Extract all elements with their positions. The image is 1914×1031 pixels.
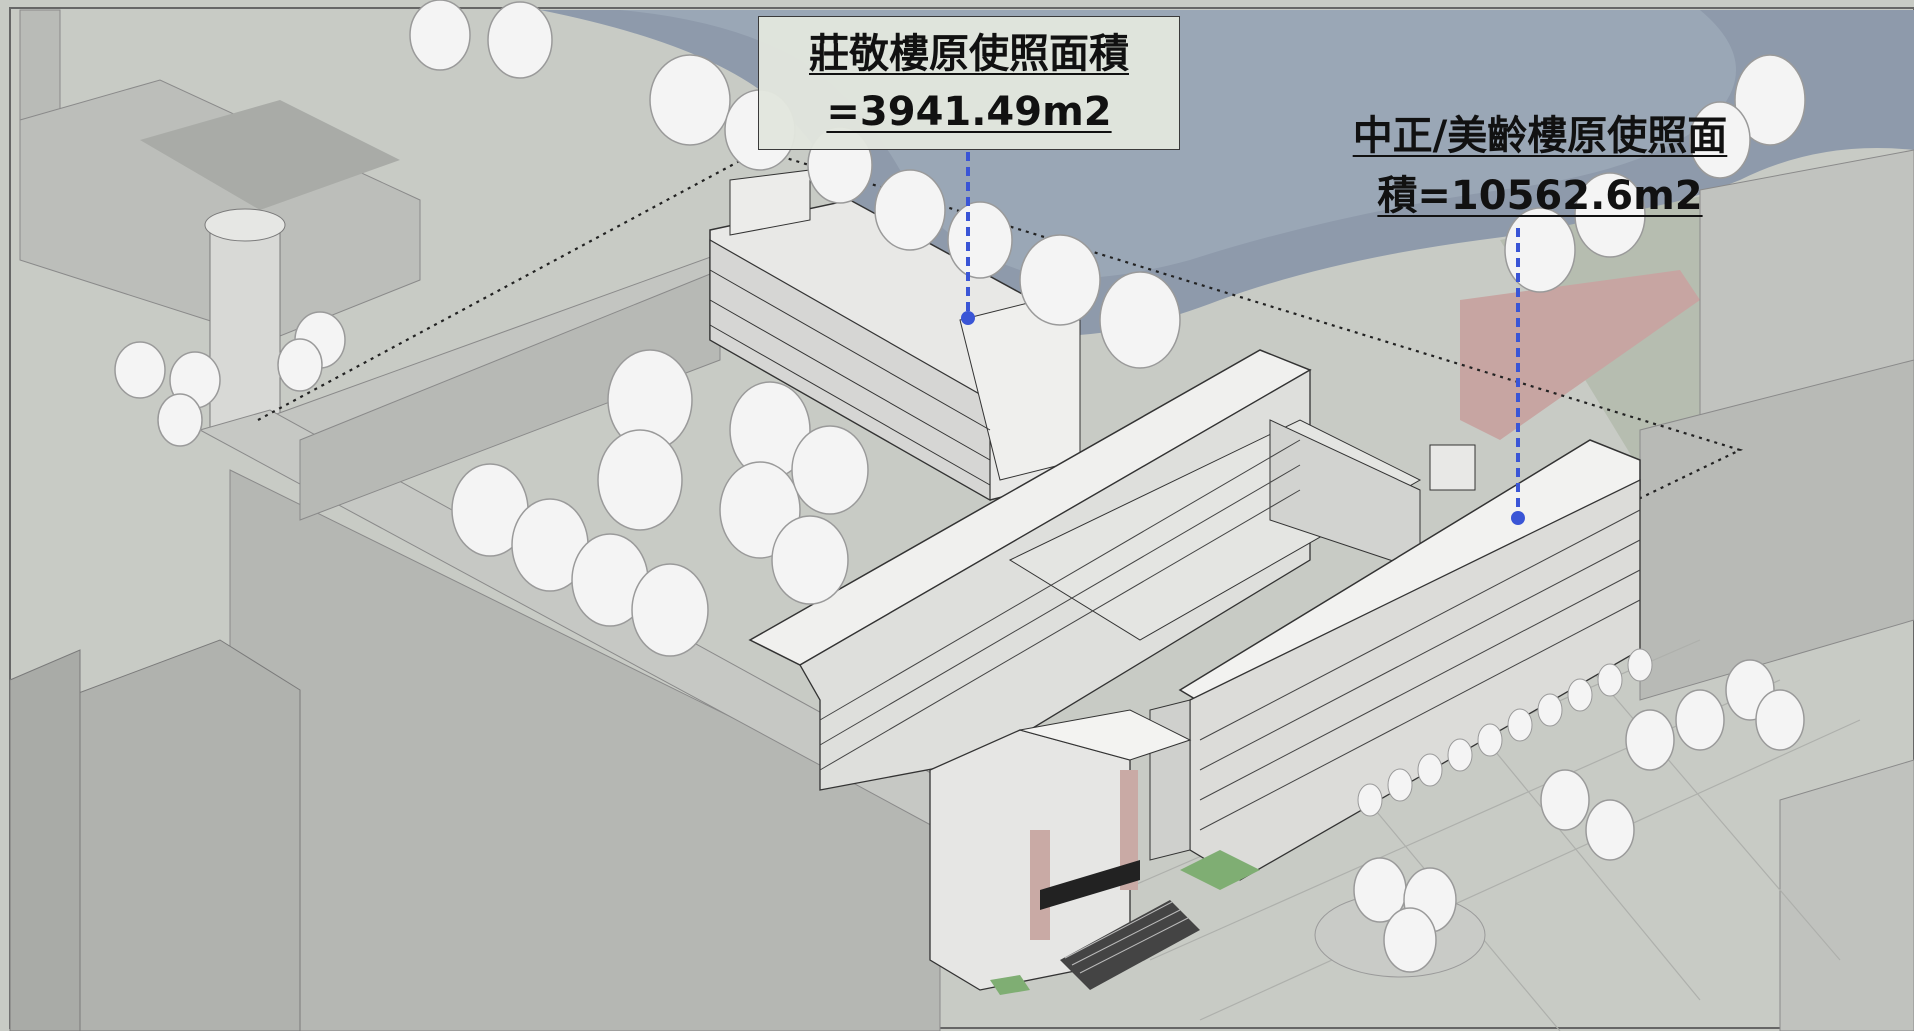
water-tower bbox=[209, 219, 281, 431]
zhongzheng-meiling-area-label: 中正/美齡樓原使照面 積=10562.6m2 bbox=[1300, 100, 1780, 230]
zhongzheng-label-line1: 中正/美齡樓原使照面 bbox=[1352, 113, 1728, 159]
frame-border bbox=[9, 7, 1914, 1029]
zhongzheng-label-line2: 積=10562.6m2 bbox=[1377, 173, 1703, 219]
context-building-left-roof bbox=[140, 100, 400, 210]
context-building-bottom-right bbox=[1779, 759, 1914, 1031]
zhuangjing-area-label: 莊敬樓原使照面積 =3941.49m2 bbox=[758, 16, 1180, 150]
small-trees-right bbox=[1357, 648, 1653, 817]
marker-zhongzheng bbox=[1511, 511, 1525, 525]
trees bbox=[114, 0, 1806, 973]
zhuangjing-label-line2: =3941.49m2 bbox=[826, 89, 1112, 135]
context-tower-front-2 bbox=[9, 649, 81, 1031]
context-building-left-block bbox=[19, 79, 421, 341]
context-building-rear-wall bbox=[299, 269, 721, 521]
zhongzheng-meiling-building bbox=[748, 349, 1641, 995]
context-tower-front bbox=[59, 639, 301, 1031]
marker-zhuangjing bbox=[961, 311, 975, 325]
water-tower-top bbox=[204, 208, 286, 242]
zhuangjing-label-line1: 莊敬樓原使照面積 bbox=[809, 31, 1129, 77]
